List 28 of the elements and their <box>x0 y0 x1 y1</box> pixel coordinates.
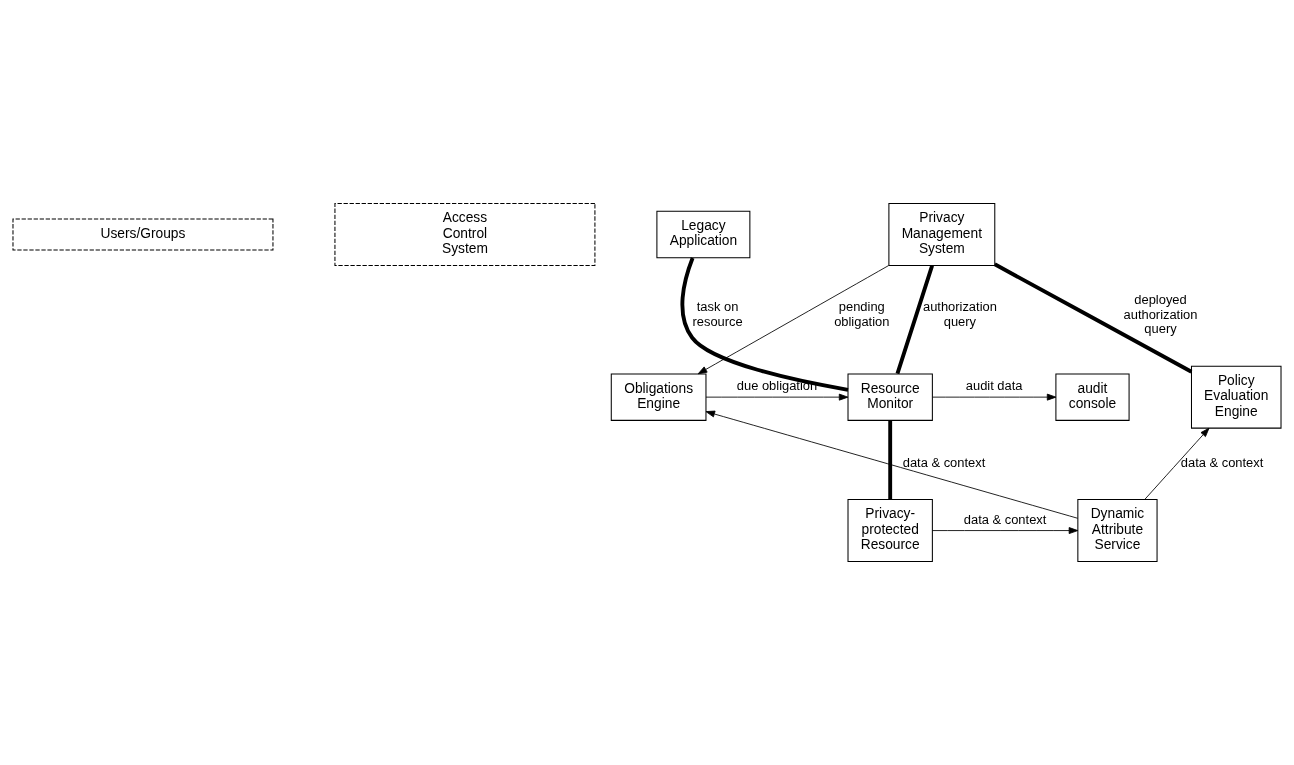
arrow <box>705 410 1079 519</box>
arrow <box>697 265 889 375</box>
edge-label: authorization query <box>922 299 997 330</box>
edge-label: data & context <box>902 454 986 470</box>
node-box: Policy Evaluation Engine <box>1190 365 1282 429</box>
node-box: Access Control System <box>334 202 596 266</box>
edge-label: task on resource <box>692 299 743 330</box>
node-box: Privacy-protected Resource <box>847 499 933 563</box>
connector <box>895 265 934 375</box>
node-box: Users/Groups <box>12 218 274 251</box>
arrow <box>1144 427 1210 500</box>
arrow <box>705 393 849 401</box>
edge-label: audit data <box>965 378 1023 394</box>
edge-label: deployed authorization query <box>1123 292 1198 337</box>
connector <box>680 257 849 392</box>
connector <box>888 420 893 500</box>
node-box: audit console <box>1055 373 1130 421</box>
node-box: Dynamic Attribute Service <box>1077 499 1158 563</box>
node-box: Legacy Application <box>656 210 751 259</box>
connector <box>993 262 1193 374</box>
edge-label: data & context <box>963 511 1047 527</box>
edge-label: pending obligation <box>834 299 890 330</box>
node-box: Resource Monitor <box>847 373 933 421</box>
edge-label: data & context <box>1180 454 1264 470</box>
node-box: Privacy Management System <box>888 202 996 266</box>
arrow <box>932 393 1057 401</box>
node-box: Obligations Engine <box>610 373 707 421</box>
arrow <box>932 527 1079 534</box>
